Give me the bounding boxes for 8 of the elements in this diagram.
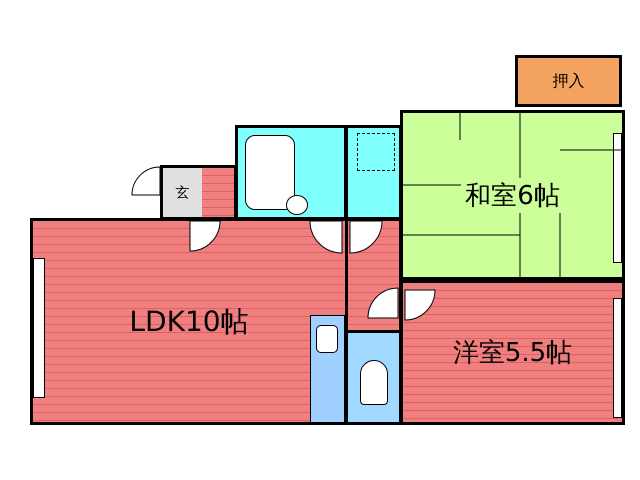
room-label: 洋室5.5帖 xyxy=(452,337,572,370)
entrance xyxy=(160,165,202,220)
room-label: 玄 xyxy=(176,184,190,202)
living-dining-kitchen xyxy=(30,218,348,425)
western-room xyxy=(400,280,625,425)
room-label: LDK10帖 xyxy=(129,304,249,340)
room-label: 押入 xyxy=(552,70,584,92)
closet xyxy=(515,55,622,107)
